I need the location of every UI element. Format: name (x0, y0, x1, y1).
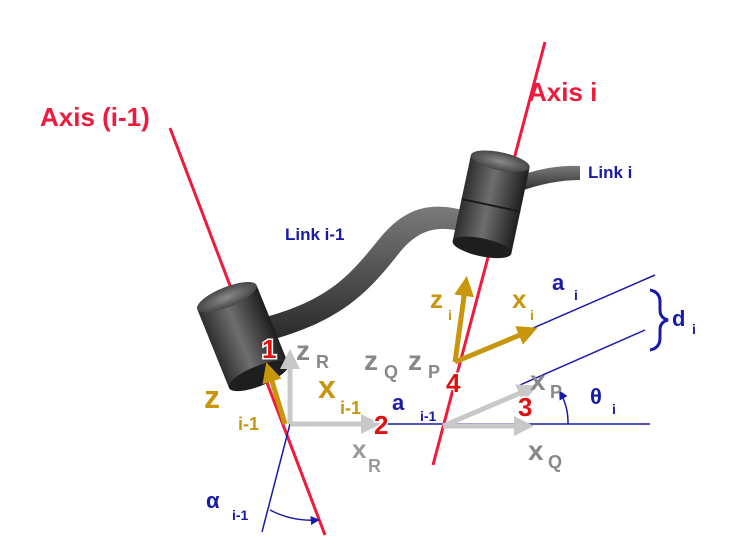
x-p-sub: P (550, 382, 562, 402)
alpha-prev-sub: i-1 (232, 507, 249, 523)
x-r-label: x (352, 434, 367, 464)
z-q-sub: Q (384, 362, 398, 382)
step-3: 3 (518, 392, 532, 422)
a-prev-sub: i-1 (420, 408, 437, 424)
step-2: 2 (374, 410, 388, 440)
d-i-sub: i (692, 321, 696, 337)
z-r-label: z (296, 335, 310, 366)
z-prev-arrow (262, 362, 288, 425)
alpha-prev-label: α (206, 488, 220, 513)
x-q-label: x (528, 435, 544, 466)
x-prev-label: x (318, 369, 336, 405)
link-i-shape (512, 165, 580, 192)
z-i-label: z (430, 284, 443, 314)
link-prev-shape (262, 206, 470, 338)
link-i-label: Link i (588, 163, 632, 182)
z-i-arrow (452, 276, 474, 363)
x-r-sub: R (368, 456, 381, 476)
theta-arc (559, 390, 569, 425)
axis-i-label: Axis i (528, 77, 597, 107)
d-brace (649, 288, 669, 352)
x-p-label: x (530, 365, 546, 396)
z-prev-label: z (204, 379, 220, 415)
x-i-arrow (454, 326, 538, 365)
a-prev-label: a (392, 390, 405, 415)
step-1: 1 (262, 334, 276, 364)
theta-i-label: θ (590, 384, 602, 409)
a-i-sub: i (574, 287, 578, 303)
x-q-sub: Q (548, 452, 562, 472)
z-r-sub: R (316, 352, 329, 372)
z-q-label: z (364, 345, 378, 376)
axis-prev-label: Axis (i-1) (40, 102, 150, 132)
step-4: 4 (446, 368, 461, 398)
x-i-sub: i (530, 307, 534, 323)
x-prev-sub: i-1 (340, 398, 361, 418)
z-p-label: z (408, 345, 422, 376)
alpha-arc (269, 509, 320, 525)
theta-i-sub: i (612, 401, 616, 417)
xp-extension-line (519, 329, 646, 386)
link-prev-label: Link i-1 (285, 225, 345, 244)
x-i-label: x (512, 284, 527, 314)
z-prev-sub: i-1 (238, 414, 259, 434)
z-p-sub: P (428, 362, 440, 382)
alpha-ref-line (261, 423, 291, 533)
x-p-arrow (442, 384, 538, 429)
joint-i-cylinder (452, 150, 530, 259)
a-i-label: a (552, 270, 565, 295)
z-i-sub: i (448, 307, 452, 323)
d-i-label: d (672, 306, 685, 331)
